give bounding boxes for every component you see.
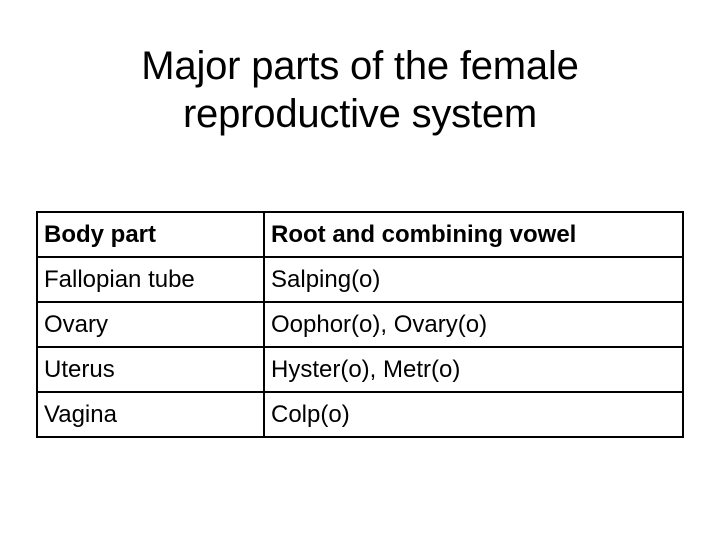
table-row: Ovary Oophor(o), Ovary(o) xyxy=(36,301,684,348)
column-header-root-and-combining-vowel: Root and combining vowel xyxy=(263,211,684,258)
table-body: Fallopian tube Salping(o) Ovary Oophor(o… xyxy=(36,256,684,438)
cell-body-part: Ovary xyxy=(36,301,265,348)
cell-root-and-combining-vowel: Colp(o) xyxy=(263,391,684,438)
page-title: Major parts of the female reproductive s… xyxy=(141,44,579,136)
terminology-table: Body part Root and combining vowel Fallo… xyxy=(36,211,684,438)
cell-root-and-combining-vowel: Hyster(o), Metr(o) xyxy=(263,346,684,393)
column-header-body-part: Body part xyxy=(36,211,265,258)
cell-root-and-combining-vowel: Salping(o) xyxy=(263,256,684,303)
table-row: Fallopian tube Salping(o) xyxy=(36,256,684,303)
cell-body-part: Fallopian tube xyxy=(36,256,265,303)
cell-body-part: Vagina xyxy=(36,391,265,438)
table-header-row: Body part Root and combining vowel xyxy=(36,211,684,258)
table-row: Vagina Colp(o) xyxy=(36,391,684,438)
table-row: Uterus Hyster(o), Metr(o) xyxy=(36,346,684,393)
cell-body-part: Uterus xyxy=(36,346,265,393)
cell-root-and-combining-vowel: Oophor(o), Ovary(o) xyxy=(263,301,684,348)
table-header: Body part Root and combining vowel xyxy=(36,211,684,258)
